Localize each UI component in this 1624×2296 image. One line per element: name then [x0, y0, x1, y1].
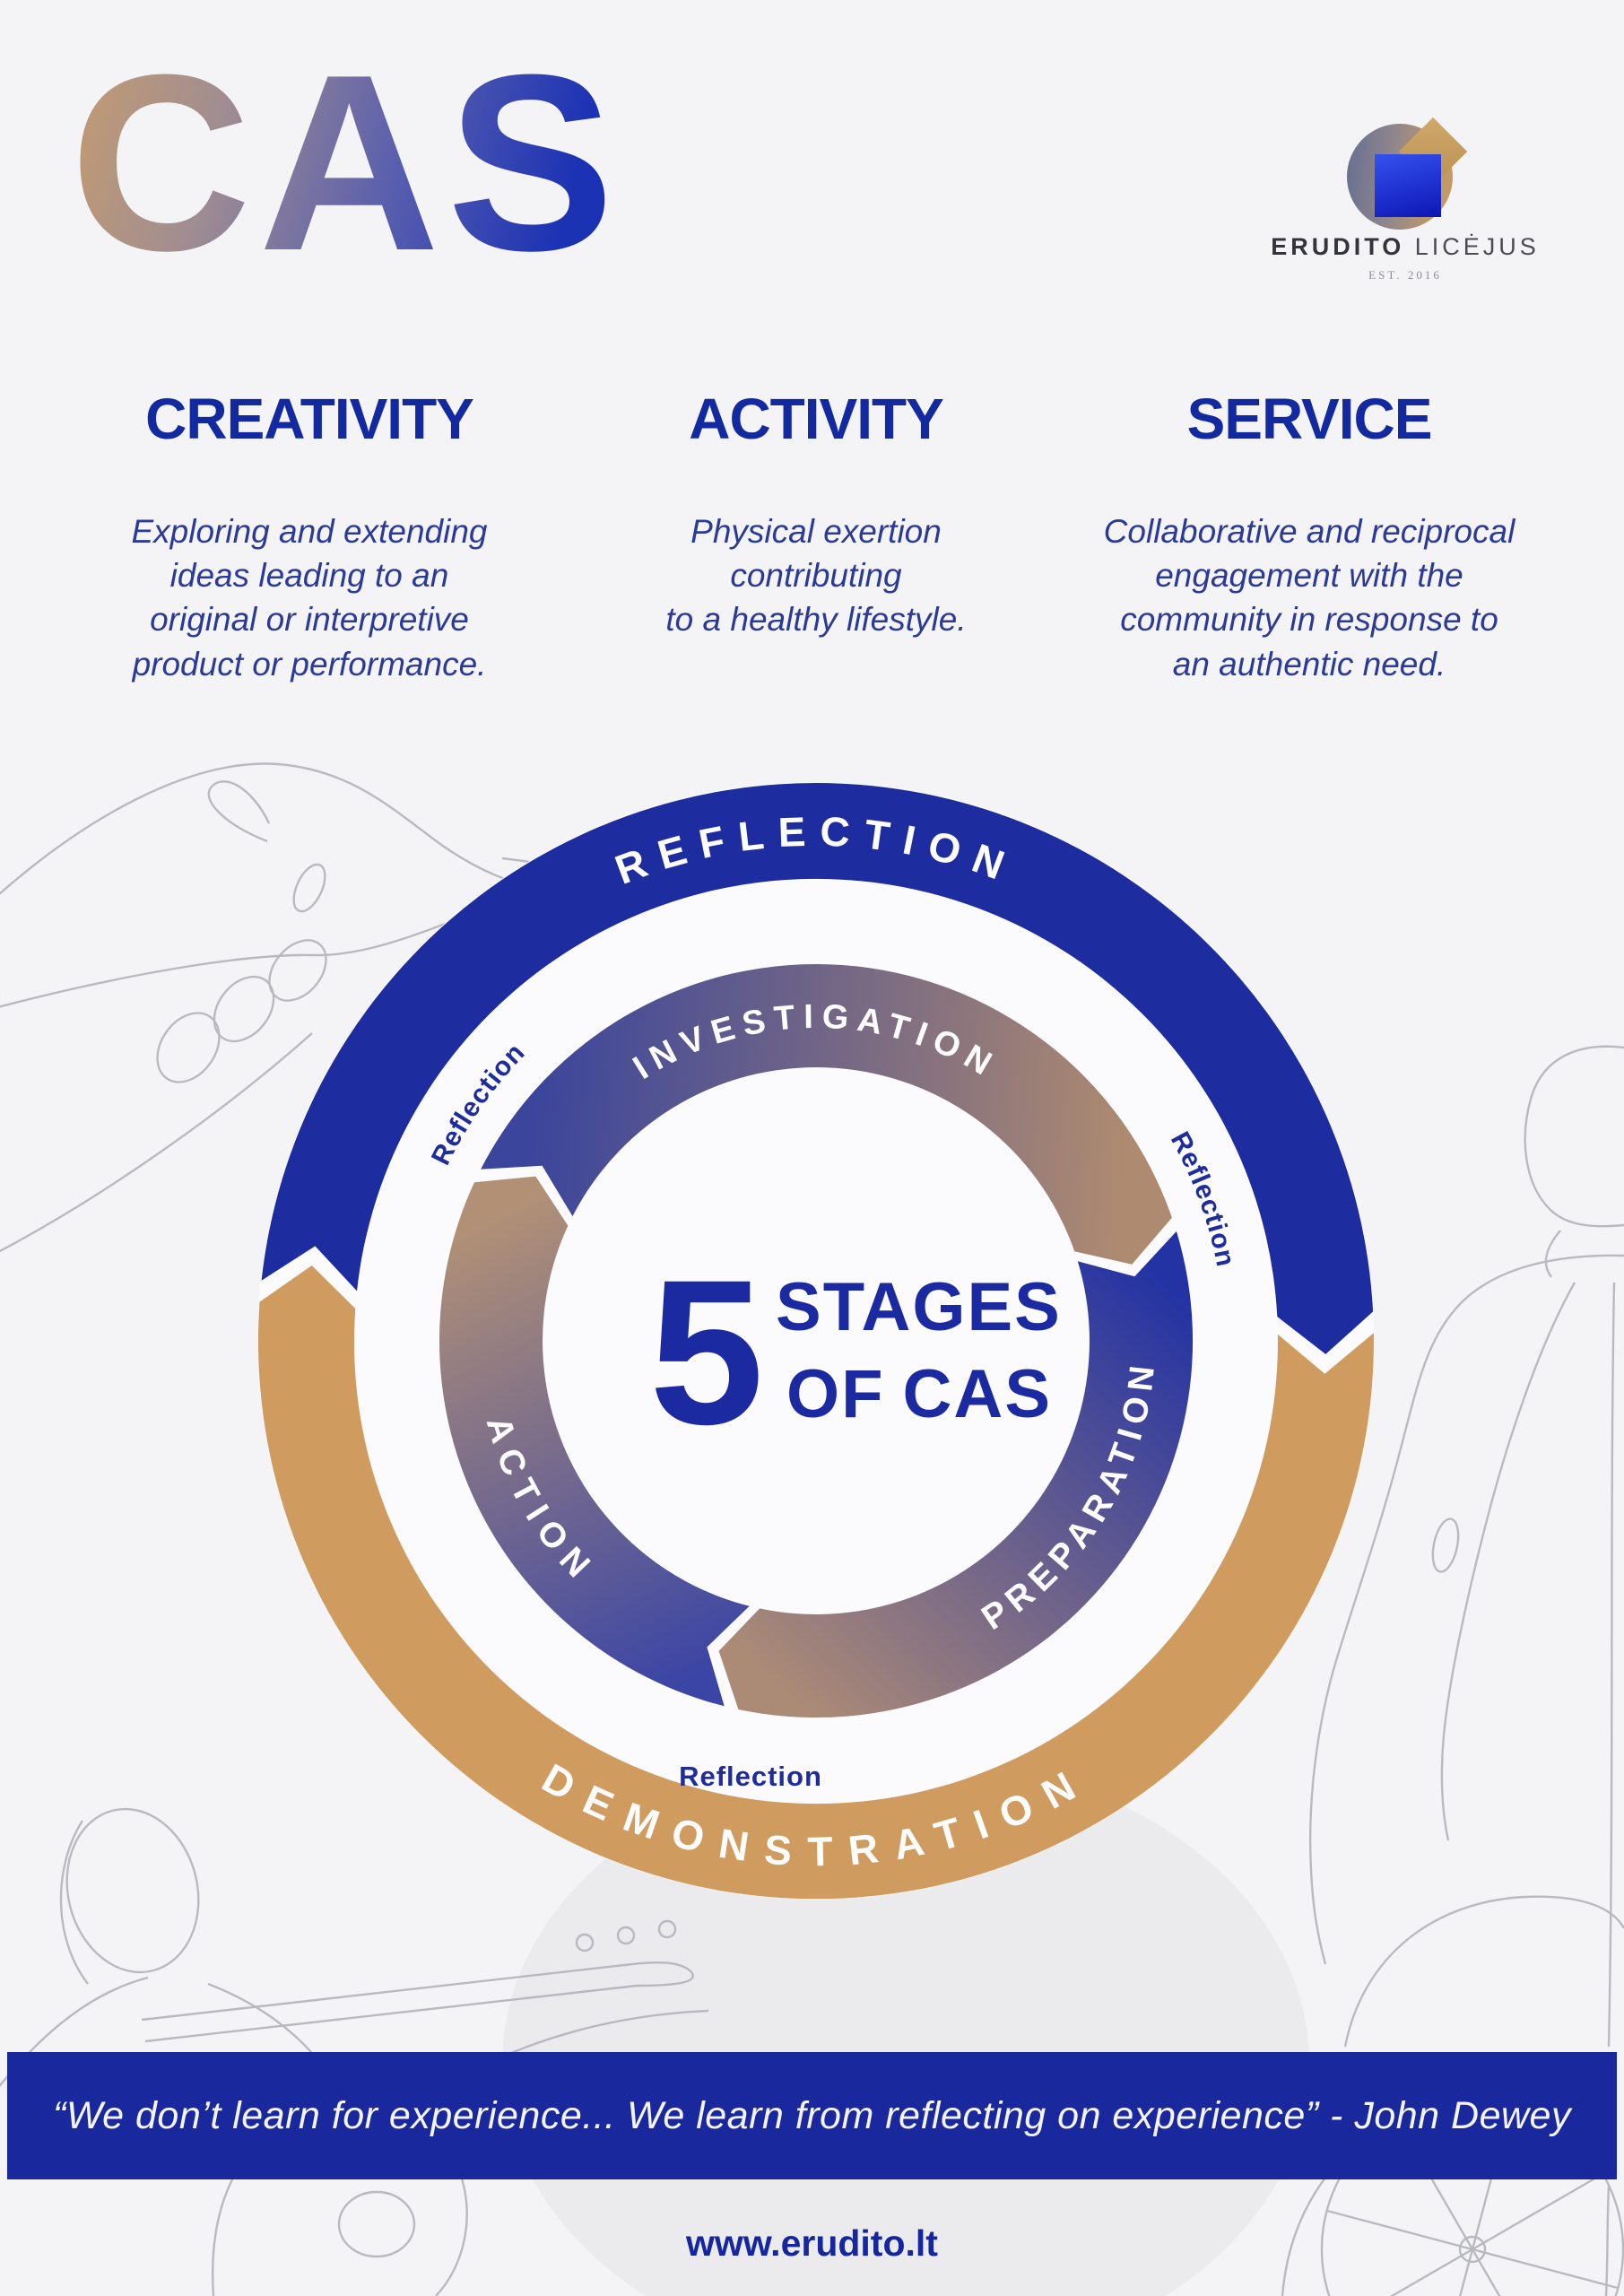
logo-square-shape — [1375, 154, 1441, 217]
poster-title: CAS — [70, 23, 622, 303]
erudito-logo: ERUDITO LICĖJUS EST. 2016 — [1257, 106, 1553, 283]
outer-arc-reflection — [261, 783, 1374, 1354]
pillar-creativity-description: Exploring and extending ideas leading to… — [131, 513, 488, 683]
pillar-service-description: Collaborative and reciprocal engagement … — [1103, 513, 1515, 683]
label-reflection-bottom: Reflection — [679, 1761, 822, 1792]
pillar-creativity-title: CREATIVITY — [145, 387, 474, 451]
pillar-service-title: SERVICE — [1186, 387, 1433, 451]
diagram-backplate — [258, 783, 1374, 1899]
pillar-activity-description: Physical exertion contributing to a heal… — [665, 513, 967, 639]
erudito-logo-icon — [1257, 106, 1553, 230]
center-number: 5 — [649, 1237, 764, 1467]
inner-arc-preparation — [718, 1231, 1194, 1718]
website-url: www.erudito.lt — [686, 2222, 938, 2264]
logo-name-primary: ERUDITO — [1271, 233, 1405, 260]
pillar-creativity: CREATIVITY Exploring and extending ideas… — [58, 386, 560, 686]
logo-wordmark: ERUDITO LICĖJUS — [1257, 233, 1553, 261]
logo-name-secondary: LICĖJUS — [1414, 233, 1540, 260]
logo-established: EST. 2016 — [1368, 268, 1442, 282]
pillar-activity: ACTIVITY Physical exertion contributing … — [565, 386, 1067, 642]
inner-arc-investigation — [481, 963, 1172, 1265]
quote-bar: “We don’t learn for experience... We lea… — [7, 2052, 1617, 2179]
center-word-stages: STAGES — [776, 1269, 1062, 1345]
pillar-service: SERVICE Collaborative and reciprocal eng… — [1058, 386, 1560, 686]
quote-text: “We don’t learn for experience... We lea… — [53, 2093, 1571, 2137]
outer-arc-demonstration — [258, 1265, 1374, 1899]
pillar-activity-title: ACTIVITY — [689, 387, 944, 451]
inner-arc-action — [439, 1176, 750, 1707]
cas-stages-diagram: REFLECTION DEMONSTRATION INVESTIGATION P… — [258, 783, 1374, 1899]
seated-person-line-art — [1308, 1045, 1624, 2296]
